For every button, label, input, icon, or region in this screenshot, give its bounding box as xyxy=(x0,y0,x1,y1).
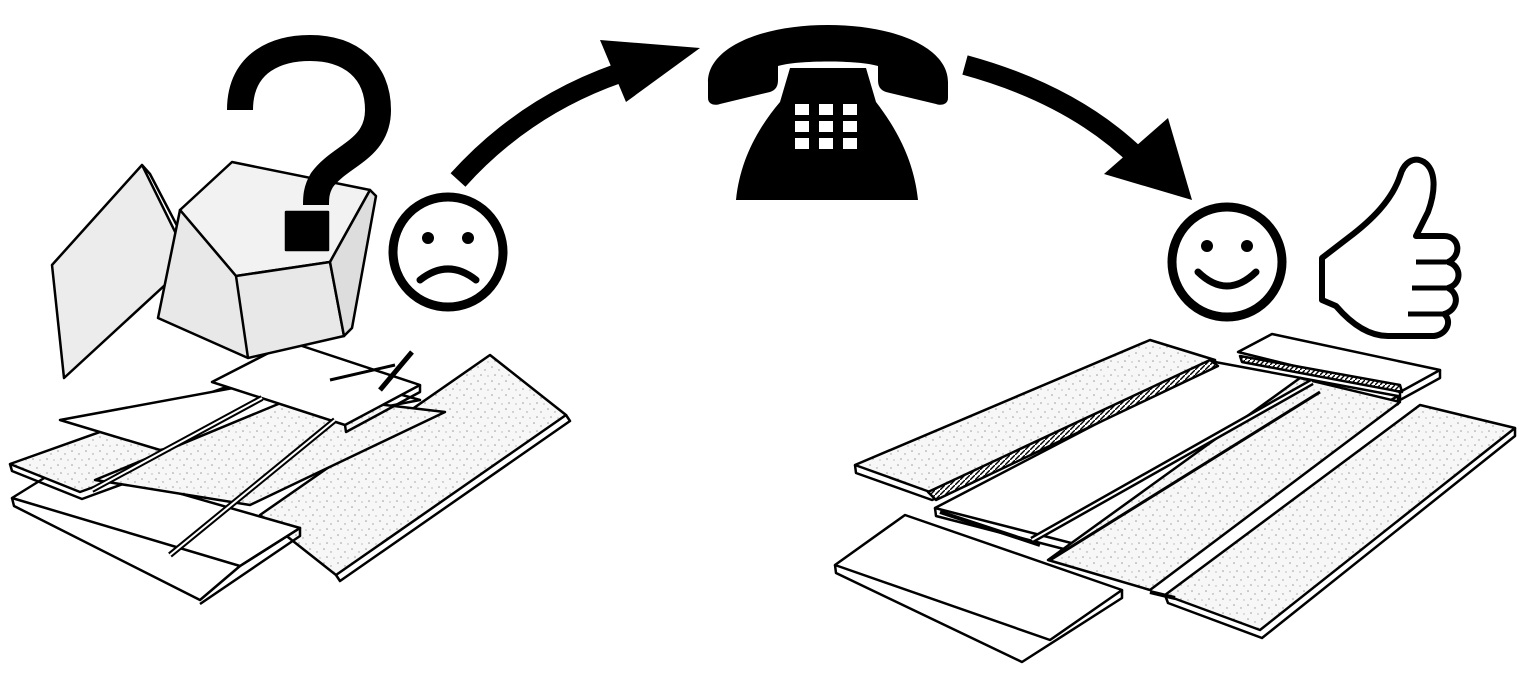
sad-face-icon xyxy=(388,192,508,312)
telephone-icon xyxy=(708,25,948,200)
open-box-icon xyxy=(50,35,391,380)
assembled-boards-icon xyxy=(833,332,1517,664)
arrow-to-happy-icon xyxy=(962,55,1192,200)
messy-boards-icon xyxy=(8,340,572,606)
happy-face-icon xyxy=(1167,202,1287,322)
arrow-to-phone-icon xyxy=(450,40,700,187)
question-mark-icon xyxy=(227,35,391,252)
thumbs-up-icon xyxy=(1319,156,1462,339)
